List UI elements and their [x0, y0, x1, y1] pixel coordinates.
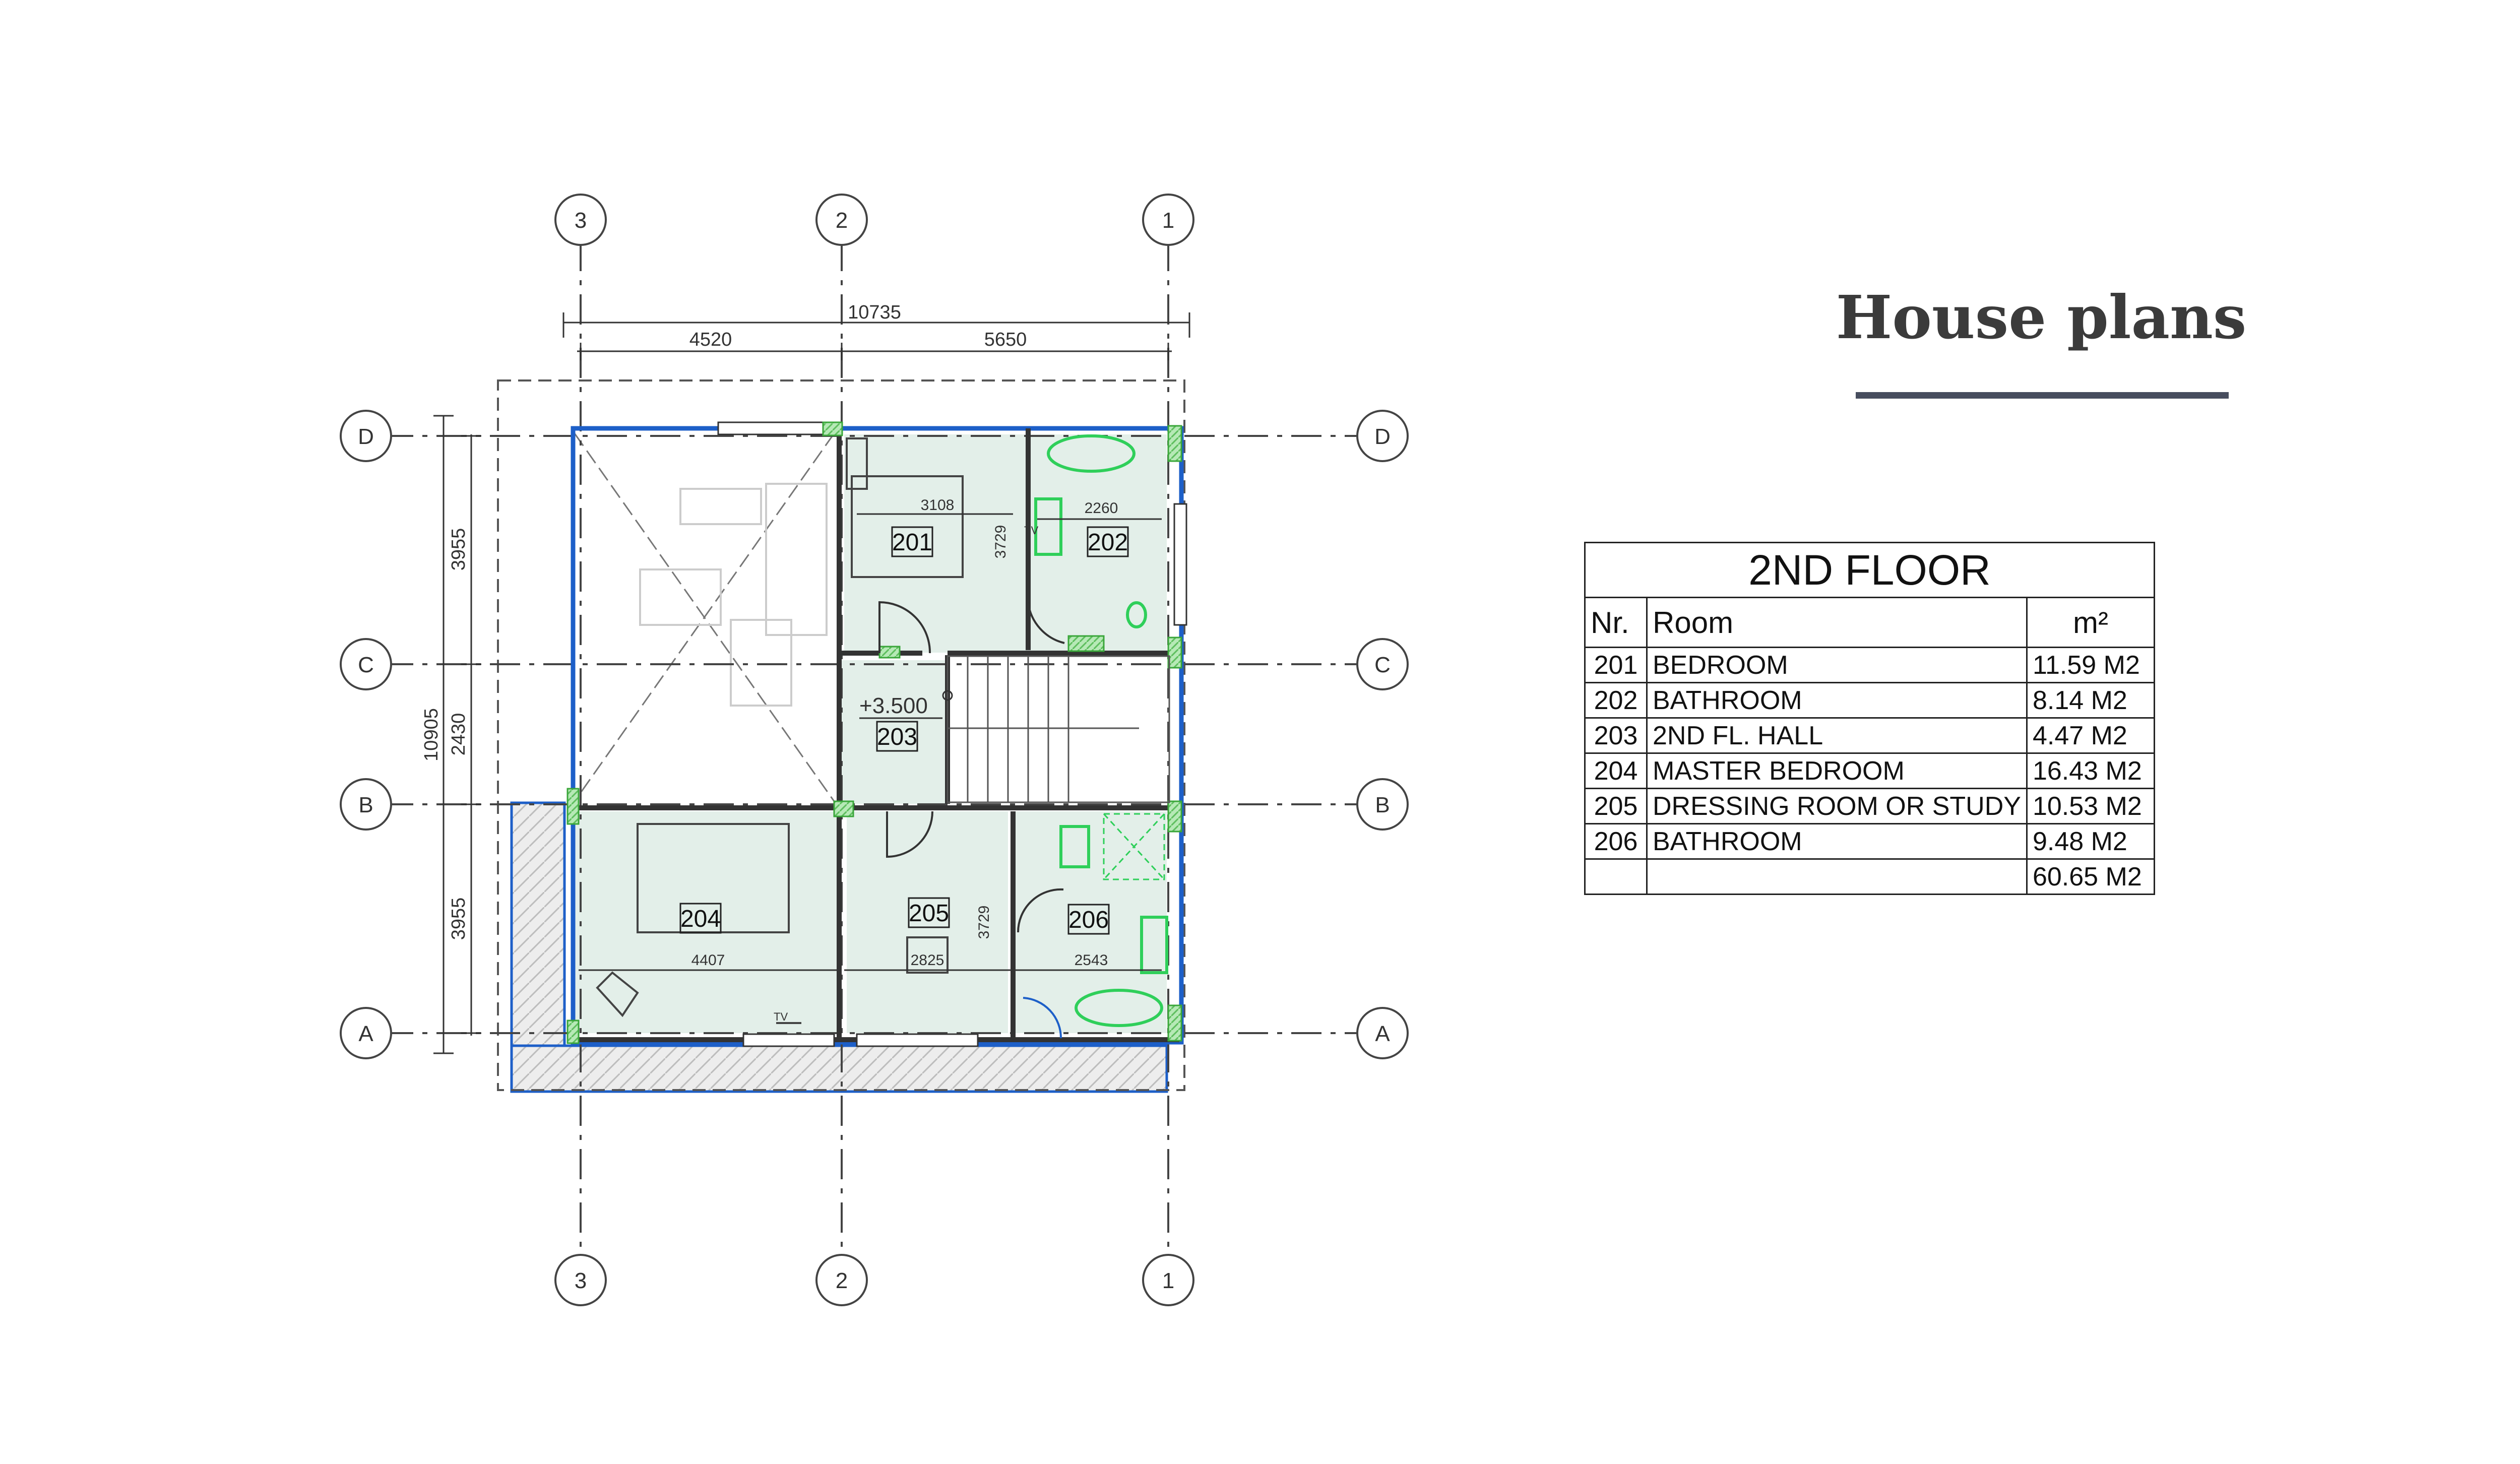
dim-room202-width: 2260 — [1085, 500, 1118, 517]
void-cross — [574, 433, 835, 802]
grid-bubbles: 3 2 1 3 2 1 D C B A D C B A — [340, 194, 1409, 1306]
room-tag-202: 202 — [1088, 529, 1128, 556]
cell-room-empty — [1646, 858, 2028, 895]
slide-title: House plans — [1836, 282, 2247, 352]
grid-col-3-bottom: 3 — [575, 1268, 587, 1293]
balcony — [510, 801, 1168, 1093]
cell-room: BATHROOM — [1646, 823, 2028, 860]
dimension-lines — [433, 312, 1190, 1054]
cell-nr: 205 — [1584, 788, 1648, 824]
header-nr: Nr. — [1584, 597, 1648, 648]
cell-area: 9.48 M2 — [2026, 823, 2155, 860]
doors — [878, 601, 1065, 1039]
tv-label: TV — [1024, 524, 1038, 537]
dim-overall-width: 10735 — [848, 302, 901, 323]
cell-room: 2ND FL. HALL — [1646, 717, 2028, 754]
header-area: m² — [2026, 597, 2155, 648]
cell-area: 16.43 M2 — [2026, 752, 2155, 789]
level-marker-dot — [942, 690, 953, 701]
room-tag-205: 205 — [909, 900, 949, 927]
tv-label-204: TV — [774, 1010, 788, 1023]
dim-depth-mid: 2430 — [448, 713, 469, 756]
room-tag-206: 206 — [1068, 907, 1109, 933]
cell-area: 10.53 M2 — [2026, 788, 2155, 824]
stairs — [947, 655, 1170, 803]
cell-area: 4.47 M2 — [2026, 717, 2155, 754]
dim-depth-bot: 3955 — [448, 898, 469, 940]
dim-width-b: 5650 — [984, 329, 1027, 350]
dim-depth-top: 3955 — [448, 528, 469, 571]
grid-row-d-right: D — [1374, 424, 1391, 449]
cell-nr-empty — [1584, 858, 1648, 895]
furniture-below — [639, 483, 828, 707]
grid-row-c-right: C — [1374, 653, 1391, 677]
dim-room205-depth: 3729 — [976, 906, 992, 939]
table-row: 202 BATHROOM 8.14 M2 — [1584, 682, 2155, 719]
dim-room205-width: 2825 — [911, 952, 944, 969]
grid-col-1-bottom: 1 — [1162, 1268, 1174, 1293]
room-schedule-table: 2ND FLOOR Nr. Room m² 201 BEDROOM 11.59 … — [1584, 542, 2155, 895]
dim-room201-depth: 3729 — [992, 525, 1009, 559]
roof-outline — [497, 379, 1185, 1091]
grid-col-2-top: 2 — [836, 208, 848, 233]
cell-nr: 202 — [1584, 682, 1648, 719]
dim-room201-width: 3108 — [921, 497, 955, 514]
grid-col-3-top: 3 — [575, 208, 587, 233]
cell-room: BATHROOM — [1646, 682, 2028, 719]
grid-col-2-bottom: 2 — [836, 1268, 848, 1293]
cell-nr: 203 — [1584, 717, 1648, 754]
table-row: 206 BATHROOM 9.48 M2 — [1584, 823, 2155, 860]
grid-row-b-right: B — [1375, 793, 1390, 817]
dim-room206-width: 2543 — [1075, 952, 1108, 969]
level-marker: +3.500 — [859, 693, 928, 718]
grid-row-d-left: D — [358, 424, 374, 449]
shower — [1103, 813, 1165, 880]
title-underline — [1856, 392, 2229, 399]
windows — [717, 421, 1187, 1047]
header-room: Room — [1646, 597, 2028, 648]
room-tag-204: 204 — [680, 906, 721, 932]
grid-lines — [383, 241, 1360, 1260]
cell-area: 8.14 M2 — [2026, 682, 2155, 719]
columns — [566, 421, 1182, 1044]
cell-nr: 204 — [1584, 752, 1648, 789]
dimension-labels: 10735 4520 5650 10905 3955 2430 3955 310… — [421, 302, 1118, 1023]
grid-row-a-right: A — [1375, 1022, 1390, 1046]
dim-overall-depth: 10905 — [421, 708, 442, 761]
room-tag-201: 201 — [892, 529, 932, 556]
cell-room: DRESSING ROOM OR STUDY — [1646, 788, 2028, 824]
cell-room: MASTER BEDROOM — [1646, 752, 2028, 789]
cell-room: BEDROOM — [1646, 647, 2028, 683]
table-row: 204 MASTER BEDROOM 16.43 M2 — [1584, 752, 2155, 789]
cell-area: 11.59 M2 — [2026, 647, 2155, 683]
grid-row-c-left: C — [358, 653, 374, 677]
table-row: 205 DRESSING ROOM OR STUDY 10.53 M2 — [1584, 788, 2155, 824]
table-title: 2ND FLOOR — [1584, 542, 2155, 598]
table-row: 203 2ND FL. HALL 4.47 M2 — [1584, 717, 2155, 754]
sanitary-fixtures — [1034, 434, 1168, 1027]
room-fills — [575, 434, 1167, 1033]
grid-col-1-top: 1 — [1162, 208, 1174, 233]
grid-row-a-left: A — [358, 1022, 373, 1046]
dim-room204-width: 4407 — [691, 952, 725, 969]
total-area: 60.65 M2 — [2026, 858, 2155, 895]
table-total-row: 60.65 M2 — [1584, 858, 2155, 895]
table-row: 201 BEDROOM 11.59 M2 — [1584, 647, 2155, 683]
cell-nr: 206 — [1584, 823, 1648, 860]
dim-width-a: 4520 — [689, 329, 732, 350]
cell-nr: 201 — [1584, 647, 1648, 683]
room-tags: 201 202 203 204 205 206 — [679, 526, 1129, 935]
grid-row-b-left: B — [358, 793, 373, 817]
room-tag-203: 203 — [877, 724, 917, 750]
